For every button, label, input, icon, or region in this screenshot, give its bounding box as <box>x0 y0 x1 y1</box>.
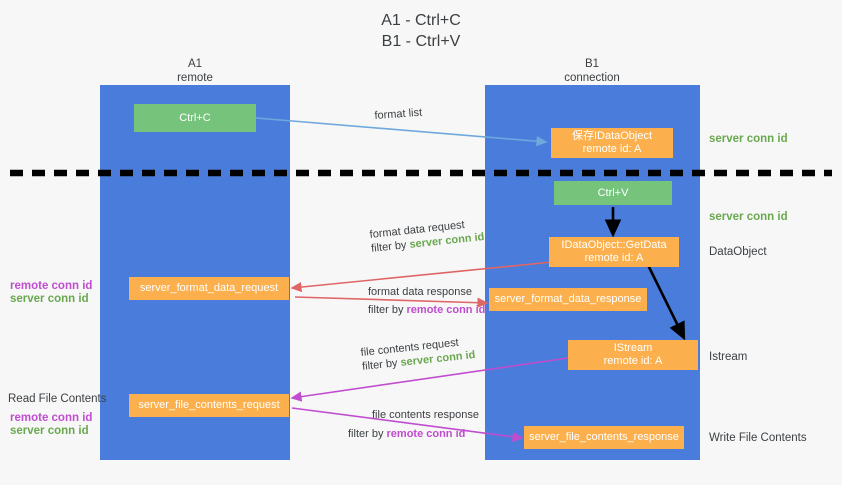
box-ctrl-c[interactable]: Ctrl+C <box>134 104 256 132</box>
annotation-server-conn-id-2: server conn id <box>709 211 788 223</box>
box-istream-line1: IStream <box>613 342 653 354</box>
annotation-remote-conn-id-1: remote conn id <box>10 280 93 292</box>
box-save-idataobject-line1: 保存IDataObject <box>571 130 653 142</box>
box-save-idataobject-line2: remote id: A <box>582 143 642 155</box>
lane-header-b1: B1 connection <box>497 58 687 85</box>
box-idataobject-getdata[interactable]: IDataObject::GetData remote id: A <box>549 237 679 267</box>
arrow-label-format-list-line1: format list <box>374 106 423 122</box>
box-server-file-contents-request[interactable]: server_file_contents_request <box>129 394 289 417</box>
annotation-server-conn-id-3: server conn id <box>10 293 89 305</box>
arrow-label-format-data-response: format data response filter by remote co… <box>368 285 485 317</box>
box-server-format-data-request-label: server_format_data_request <box>139 282 279 294</box>
arrow-label-file-contents-response-line1: file contents response <box>372 409 480 421</box>
arrow-label-file-contents-request: file contents request filter by server c… <box>360 334 476 374</box>
filter-by-prefix-1: filter by <box>370 238 411 255</box>
filter-by-prefix-3: filter by <box>361 356 402 373</box>
box-server-format-data-response-label: server_format_data_response <box>494 293 642 305</box>
lane-header-a1-sub: remote <box>177 71 213 84</box>
box-server-file-contents-response-label: server_file_contents_response <box>529 431 679 443</box>
lane-header-a1: A1 remote <box>100 58 290 85</box>
box-save-idataobject[interactable]: 保存IDataObject remote id: A <box>551 128 673 158</box>
arrow-label-format-data-response-line1: format data response <box>368 286 472 298</box>
filter-by-prefix-4: filter by <box>348 428 387 440</box>
box-ctrl-v-label: Ctrl+V <box>597 186 629 199</box>
box-server-file-contents-response[interactable]: server_file_contents_response <box>524 426 684 449</box>
filter-by-prefix-2: filter by <box>368 304 407 316</box>
filter-token-remote-conn-id-2: remote conn id <box>386 428 466 440</box>
lane-header-a1-name: A1 <box>187 58 203 70</box>
box-idataobject-getdata-line1: IDataObject::GetData <box>561 239 667 251</box>
box-server-file-contents-request-label: server_file_contents_request <box>138 399 280 411</box>
phase-separator-dashed-line <box>10 169 832 177</box>
box-ctrl-c-label: Ctrl+C <box>179 111 211 124</box>
filter-token-remote-conn-id-1: remote conn id <box>406 304 486 316</box>
arrow-label-format-data-response-line2: filter by remote conn id <box>368 303 485 317</box>
box-istream[interactable]: IStream remote id: A <box>568 340 698 370</box>
annotation-istream: Istream <box>709 351 748 363</box>
arrow-label-file-contents-response-line2: filter by remote conn id <box>348 427 479 441</box>
page-title: A1 - Ctrl+C B1 - Ctrl+V <box>381 12 461 50</box>
box-idataobject-getdata-line2: remote id: A <box>584 252 644 264</box>
annotation-write-file-contents: Write File Contents <box>709 432 807 444</box>
annotation-dataobject: DataObject <box>709 246 767 258</box>
arrow-label-file-contents-response: file contents response filter by remote … <box>348 408 480 441</box>
annotation-read-file-contents: Read File Contents <box>8 393 107 405</box>
annotation-remote-conn-id-2: remote conn id <box>10 412 93 424</box>
box-server-format-data-response[interactable]: server_format_data_response <box>489 288 647 311</box>
lane-header-b1-sub: connection <box>564 71 620 84</box>
annotation-server-conn-id-1: server conn id <box>709 133 788 145</box>
arrow-label-format-list: format list <box>374 106 423 123</box>
box-ctrl-v[interactable]: Ctrl+V <box>554 181 672 205</box>
annotation-server-conn-id-4: server conn id <box>10 425 89 437</box>
box-server-format-data-request[interactable]: server_format_data_request <box>129 277 289 300</box>
arrow-label-format-data-request: format data request filter by server con… <box>369 216 485 256</box>
box-istream-line2: remote id: A <box>603 355 663 367</box>
lane-header-b1-name: B1 <box>584 58 600 70</box>
